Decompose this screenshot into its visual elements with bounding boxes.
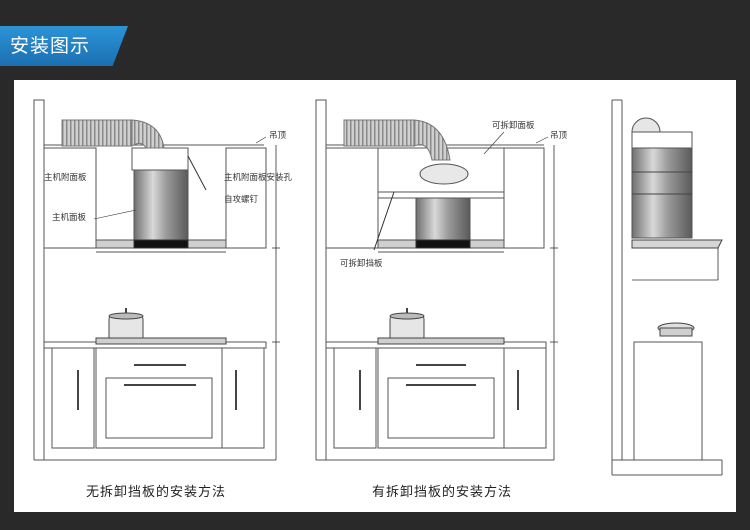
side-view-diagram bbox=[611, 99, 723, 476]
label-ceiling-middle: 吊顶 bbox=[550, 131, 568, 141]
header-tab bbox=[0, 26, 128, 66]
caption-middle-method: 有拆卸挡板的安装方法 bbox=[372, 485, 513, 500]
left-kitchen-diagram: 吊顶 主机附面板 主机附面板安装孔 自攻螺钉 主机面板 bbox=[33, 99, 293, 461]
caption-left-method: 无拆卸挡板的安装方法 bbox=[86, 485, 227, 500]
diagram-panel: 吊顶 主机附面板 主机附面板安装孔 自攻螺钉 主机面板 bbox=[14, 80, 736, 512]
range-hood-control-strip bbox=[133, 239, 189, 249]
label-ceiling-left: 吊顶 bbox=[269, 131, 287, 141]
label-removable-baffle: 可拆卸挡板 bbox=[340, 258, 383, 269]
label-main-attached-panel: 主机附面板 bbox=[44, 172, 87, 183]
label-attached-panel-holes: 主机附面板安装孔 bbox=[224, 172, 293, 183]
label-main-panel: 主机面板 bbox=[52, 212, 87, 223]
section-title: 安装图示 bbox=[10, 35, 91, 57]
middle-kitchen-diagram: 可拆卸面板 吊顶 可拆卸挡板 bbox=[315, 99, 568, 461]
label-self-tapping-screw: 自攻螺钉 bbox=[224, 194, 259, 205]
label-removable-panel: 可拆卸面板 bbox=[492, 120, 535, 131]
installation-diagrams: 吊顶 主机附面板 主机附面板安装孔 自攻螺钉 主机面板 bbox=[33, 99, 723, 476]
range-hood-chimney bbox=[133, 169, 189, 241]
